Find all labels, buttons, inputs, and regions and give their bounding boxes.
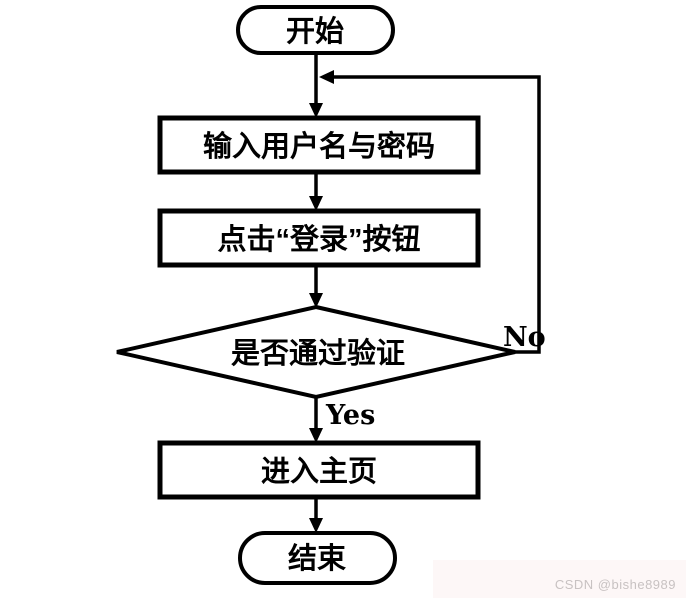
enter-home-node — [157, 440, 481, 500]
enter-credentials-label: 输入用户名与密码 — [203, 129, 435, 163]
arrowhead-into-decision — [309, 293, 323, 308]
start-node — [236, 5, 395, 55]
click-login-label: 点击“登录”按钮 — [217, 223, 420, 256]
verify-decision-node — [116, 304, 516, 400]
end-node — [238, 531, 397, 585]
end-node-label: 结束 — [288, 542, 346, 575]
arrowhead-into-end — [309, 518, 323, 533]
arrowhead-into-home — [309, 428, 323, 443]
start-node-label: 开始 — [286, 15, 344, 48]
watermark-text: CSDN @bishe8989 — [555, 577, 676, 592]
enter-home-label: 进入主页 — [261, 455, 377, 488]
no-branch-label: No — [503, 322, 546, 353]
click-login-node — [157, 208, 481, 268]
verify-decision-label: 是否通过验证 — [231, 336, 405, 370]
arrowhead-into-input — [309, 103, 323, 118]
arrowhead-into-click — [309, 196, 323, 211]
enter-credentials-node — [157, 115, 481, 175]
yes-branch-label: Yes — [325, 400, 375, 431]
watermark-background — [433, 560, 686, 598]
edge-no-loop — [332, 75, 541, 354]
arrowhead-no-loop — [319, 70, 334, 84]
